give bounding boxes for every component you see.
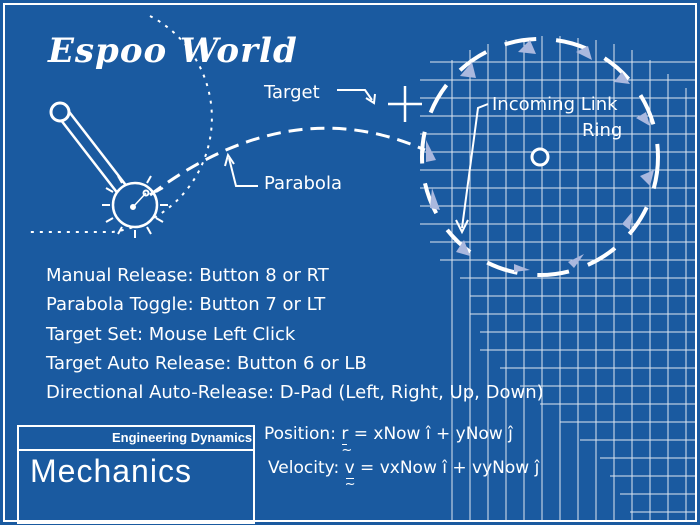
ring-triangles <box>426 40 654 272</box>
title-block-name: Mechanics <box>30 453 192 489</box>
control-manual-release: Manual Release: Button 8 or RT <box>46 265 329 286</box>
parabola-leader <box>224 152 258 187</box>
outer-border <box>3 3 697 522</box>
link-ring <box>420 37 660 277</box>
ring-center-icon <box>530 147 550 167</box>
parabola-path <box>149 126 426 197</box>
control-directional-auto-release: Directional Auto-Release: D-Pad (Left, R… <box>46 382 544 403</box>
velocity-equation: Velocity: v~ = vxNow î + vyNow ĵ <box>268 458 540 492</box>
control-target-set: Target Set: Mouse Left Click <box>46 324 296 345</box>
position-rest: = xNow î + yNow ĵ <box>348 424 513 444</box>
velocity-rest: = vxNow î + vyNow ĵ <box>354 458 540 478</box>
target-crosshair-icon <box>388 86 422 122</box>
ring-label-line2: Ring <box>582 120 623 141</box>
position-prefix: Position: <box>264 424 342 444</box>
position-var: r <box>341 424 349 444</box>
ring-leader <box>455 103 489 235</box>
velocity-vector-symbol: v~ <box>344 458 356 492</box>
spiky-ball-icon <box>102 175 168 238</box>
title-block-frame <box>17 425 255 524</box>
parabola-label: Parabola <box>264 173 342 194</box>
position-vector-symbol: r~ <box>341 424 353 458</box>
position-equation: Position: r~ = xNow î + yNow ĵ <box>264 424 513 458</box>
velocity-prefix: Velocity: <box>268 458 345 478</box>
pendulum-arm <box>49 101 134 203</box>
velocity-var: v <box>344 458 355 478</box>
target-label: Target <box>264 82 320 103</box>
control-parabola-toggle: Parabola Toggle: Button 7 or LT <box>46 294 326 315</box>
ring-label-line1: Incoming Link <box>492 94 618 115</box>
target-leader <box>337 89 376 105</box>
title-block-subtitle: Engineering Dynamics <box>112 430 253 445</box>
game-title: Espoo World <box>48 31 298 71</box>
control-target-auto-release: Target Auto Release: Button 6 or LB <box>46 353 367 374</box>
